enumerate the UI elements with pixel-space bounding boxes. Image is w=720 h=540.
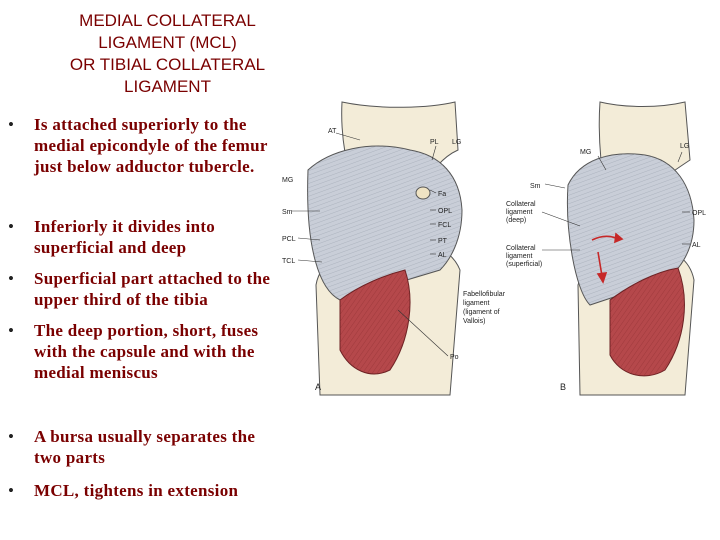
bullet-text: A bursa usually separates the two parts <box>34 427 256 467</box>
title-line: LIGAMENT (MCL) <box>98 33 237 52</box>
arrow-icon <box>591 232 624 284</box>
label-sm: Sm <box>282 209 293 216</box>
label-lg: LG <box>452 139 461 146</box>
title-line: MEDIAL COLLATERAL <box>79 11 256 30</box>
label-coll-deep: Collateral ligament (deep) <box>506 201 538 224</box>
label-pl: PL <box>430 139 439 146</box>
fabella-shape <box>415 186 431 200</box>
label-opl-b: OPL <box>692 210 706 217</box>
bullet-text: Is attached superiorly to the medial epi… <box>34 115 268 176</box>
list-item: • MCL, tightens in extension <box>8 480 284 501</box>
list-item: • Superficial part attached to the upper … <box>8 268 284 310</box>
label-lg-b: LG <box>680 143 689 150</box>
list-item: • The deep portion, short, fuses with the… <box>8 320 284 383</box>
bullet-text: The deep portion, short, fuses with the … <box>34 321 259 382</box>
label-fa: Fa <box>438 191 446 198</box>
label-opl: OPL <box>438 208 452 215</box>
knee-anatomy-figure: AT PL LG MG Fa Sm OPL PCL FCL PT TCL AL … <box>282 101 706 396</box>
list-item: • A bursa usually separates the two parts <box>8 426 284 468</box>
label-tcl: TCL <box>282 258 295 265</box>
bullet-text: Superficial part attached to the upper t… <box>34 269 271 309</box>
bullet-icon: • <box>8 269 15 288</box>
title-line: LIGAMENT <box>124 77 211 96</box>
label-fcl: FCL <box>438 222 451 229</box>
panel-b: MG LG Sm Collateral ligament (deep) OPL … <box>506 101 706 396</box>
panel-a: AT PL LG MG Fa Sm OPL PCL FCL PT TCL AL … <box>282 101 507 396</box>
bullet-icon: • <box>8 217 15 236</box>
label-al-b: AL <box>692 242 701 249</box>
label-al: AL <box>438 252 447 259</box>
bullet-icon: • <box>8 481 15 500</box>
title-line: OR TIBIAL COLLATERAL <box>69 55 266 74</box>
label-sm-b: Sm <box>530 183 541 190</box>
label-pcl: PCL <box>282 236 296 243</box>
label-coll-superficial: Collateral ligament (superficial) <box>506 245 542 268</box>
list-item: • Is attached superiorly to the medial ep… <box>8 114 284 177</box>
label-po: Po <box>450 354 459 361</box>
panel-a-letter: A <box>315 382 321 392</box>
label-mg: MG <box>282 177 293 184</box>
label-at: AT <box>328 128 337 135</box>
slide-title: MEDIAL COLLATERAL LIGAMENT (MCL) OR TIBI… <box>20 10 315 98</box>
label-pt: PT <box>438 238 448 245</box>
bullet-icon: • <box>8 115 15 134</box>
label-mg-b: MG <box>580 149 591 156</box>
list-item: • Inferiorly it divides into superficial … <box>8 216 284 258</box>
panel-b-letter: B <box>560 382 566 392</box>
label-fabellofibular: Fabellofibular ligament (ligament of Val… <box>463 291 507 325</box>
bullet-icon: • <box>8 321 15 340</box>
bullet-icon: • <box>8 427 15 446</box>
bullet-text: MCL, tightens in extension <box>34 481 239 500</box>
bullet-text: Inferiorly it divides into superficial a… <box>34 217 216 257</box>
